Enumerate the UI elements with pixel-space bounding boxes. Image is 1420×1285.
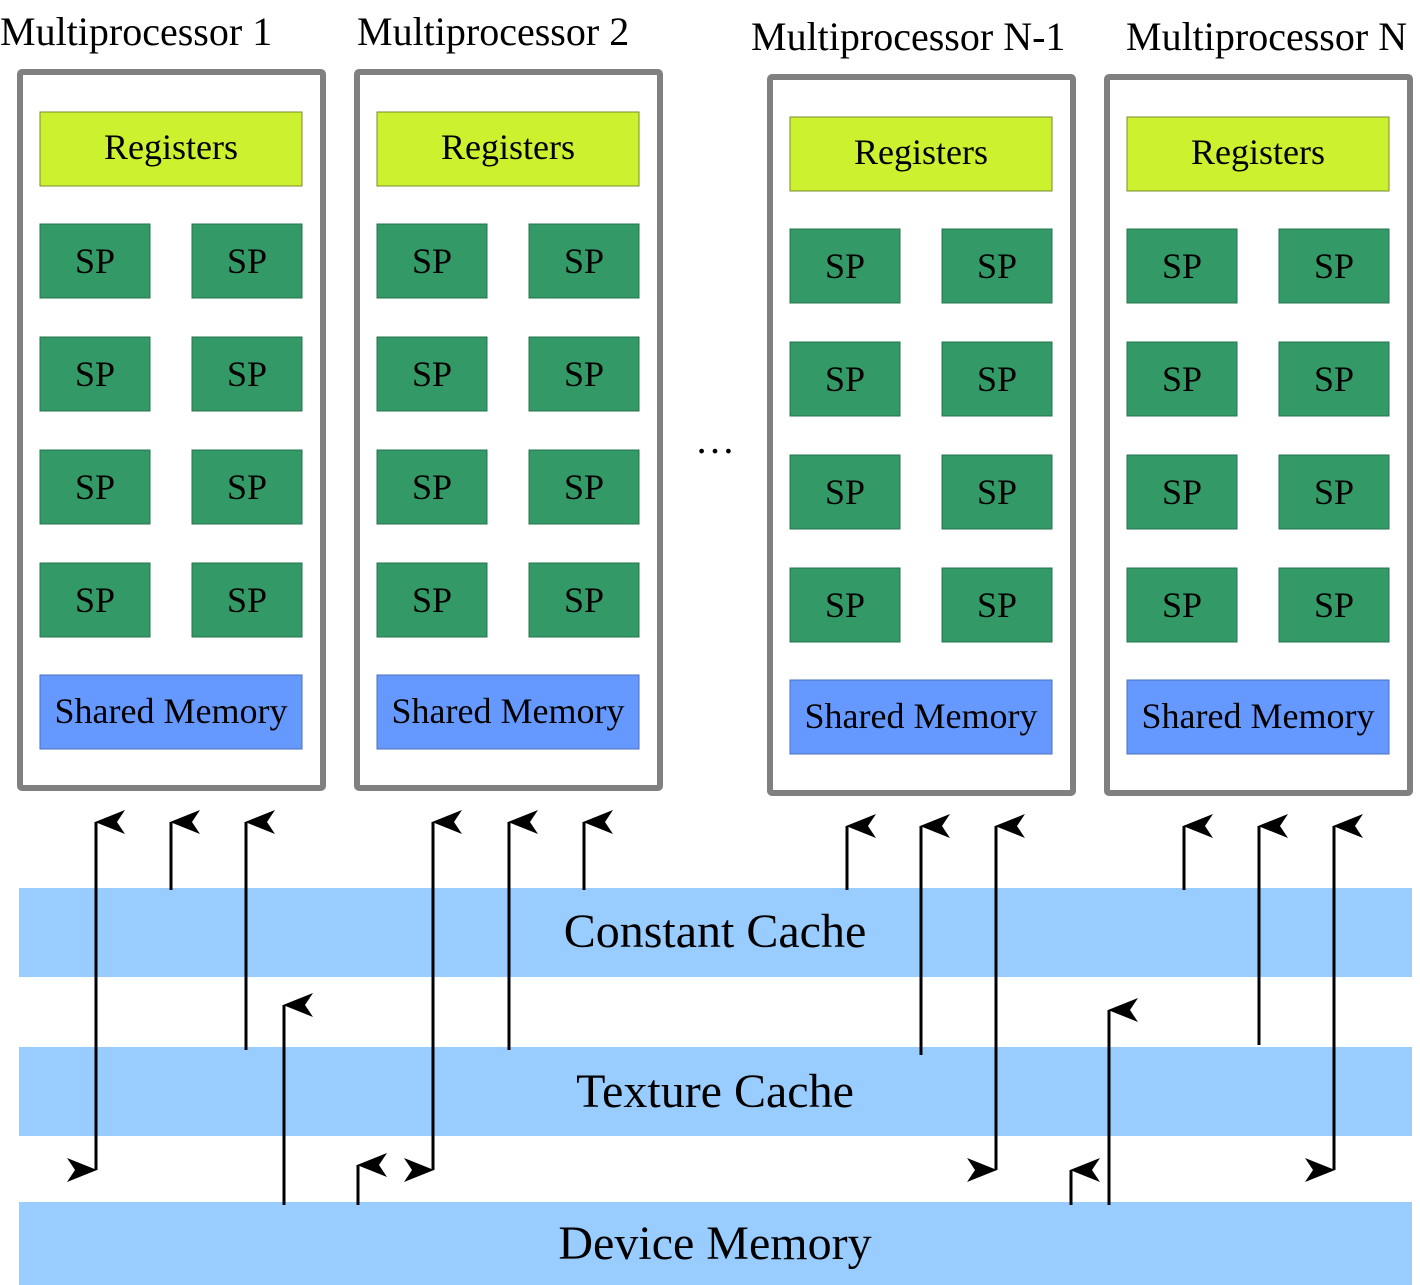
texture-cache-band: Texture Cache — [19, 1047, 1412, 1136]
sp-label: SP — [564, 467, 604, 507]
shared-memory-label: Shared Memory — [55, 691, 288, 731]
shared-memory-label: Shared Memory — [392, 691, 625, 731]
sp-label: SP — [412, 241, 452, 281]
sp-label: SP — [1314, 359, 1354, 399]
sp-label: SP — [227, 580, 267, 620]
sp-core: SP — [191, 449, 303, 525]
sp-label: SP — [825, 246, 865, 286]
constant-cache-band: Constant Cache — [19, 888, 1412, 977]
sp-label: SP — [227, 241, 267, 281]
sp-core: SP — [789, 454, 901, 530]
registers-label: Registers — [854, 132, 988, 172]
sp-label: SP — [75, 354, 115, 394]
sp-label: SP — [227, 354, 267, 394]
sp-core: SP — [376, 223, 488, 299]
sp-label: SP — [75, 580, 115, 620]
texture-cache-label: Texture Cache — [576, 1065, 854, 1118]
sp-label: SP — [412, 580, 452, 620]
multiprocessor-title: Multiprocessor 1 — [0, 9, 272, 54]
sp-label: SP — [1162, 585, 1202, 625]
registers-label: Registers — [1191, 132, 1325, 172]
sp-label: SP — [75, 241, 115, 281]
sp-label: SP — [564, 580, 604, 620]
sp-label: SP — [825, 585, 865, 625]
sp-core: SP — [1126, 228, 1238, 304]
sp-core: SP — [39, 336, 151, 412]
sp-label: SP — [412, 354, 452, 394]
sp-core: SP — [789, 567, 901, 643]
constant-cache-label: Constant Cache — [564, 905, 867, 958]
sp-core: SP — [39, 223, 151, 299]
registers-block — [1126, 116, 1390, 192]
shared-memory-label: Shared Memory — [1142, 696, 1375, 736]
sp-label: SP — [1162, 472, 1202, 512]
sp-core: SP — [941, 341, 1053, 417]
device-memory-band: Device Memory — [19, 1202, 1412, 1285]
sp-core: SP — [528, 336, 640, 412]
shared-memory-label: Shared Memory — [805, 696, 1038, 736]
sp-core: SP — [376, 449, 488, 525]
sp-core: SP — [191, 223, 303, 299]
sp-core: SP — [528, 449, 640, 525]
sp-core: SP — [39, 449, 151, 525]
sp-core: SP — [528, 562, 640, 638]
registers-block — [789, 116, 1053, 192]
sp-core: SP — [941, 567, 1053, 643]
sp-core: SP — [376, 336, 488, 412]
device-memory-label: Device Memory — [558, 1217, 871, 1270]
sp-label: SP — [1314, 246, 1354, 286]
sp-core: SP — [789, 341, 901, 417]
sp-label: SP — [1162, 359, 1202, 399]
registers-block — [39, 111, 303, 187]
sp-label: SP — [825, 359, 865, 399]
sp-label: SP — [1314, 472, 1354, 512]
sp-core: SP — [1278, 567, 1390, 643]
sp-core: SP — [191, 562, 303, 638]
registers-label: Registers — [441, 127, 575, 167]
sp-label: SP — [227, 467, 267, 507]
shared-memory-block — [1126, 679, 1390, 755]
sp-label: SP — [977, 472, 1017, 512]
arrow-layer — [67, 810, 1363, 1205]
sp-label: SP — [75, 467, 115, 507]
sp-label: SP — [412, 467, 452, 507]
multiprocessor-title: Multiprocessor N — [1126, 14, 1407, 59]
multiprocessor-title: Multiprocessor 2 — [357, 9, 629, 54]
sp-core: SP — [1126, 567, 1238, 643]
sp-label: SP — [977, 246, 1017, 286]
sp-label: SP — [564, 354, 604, 394]
multiprocessor-title: Multiprocessor N-1 — [751, 14, 1065, 59]
ellipsis: … — [695, 417, 735, 462]
sp-core: SP — [376, 562, 488, 638]
sp-core: SP — [39, 562, 151, 638]
sp-label: SP — [977, 585, 1017, 625]
sp-label: SP — [1314, 585, 1354, 625]
sp-core: SP — [1278, 341, 1390, 417]
shared-memory-block — [376, 674, 640, 750]
shared-memory-block — [789, 679, 1053, 755]
sp-core: SP — [941, 454, 1053, 530]
shared-memory-block — [39, 674, 303, 750]
registers-block — [376, 111, 640, 187]
sp-label: SP — [1162, 246, 1202, 286]
sp-core: SP — [1126, 454, 1238, 530]
sp-label: SP — [977, 359, 1017, 399]
sp-core: SP — [1126, 341, 1238, 417]
sp-label: SP — [825, 472, 865, 512]
sp-core: SP — [789, 228, 901, 304]
sp-core: SP — [528, 223, 640, 299]
sp-core: SP — [1278, 228, 1390, 304]
sp-label: SP — [564, 241, 604, 281]
sp-core: SP — [191, 336, 303, 412]
sp-core: SP — [941, 228, 1053, 304]
registers-label: Registers — [104, 127, 238, 167]
sp-core: SP — [1278, 454, 1390, 530]
